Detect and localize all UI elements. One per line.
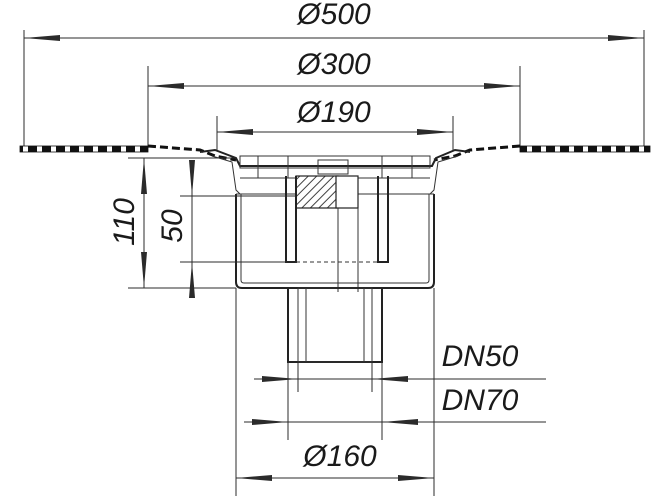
dimension-d190-label: Ø190: [296, 96, 371, 129]
membrane-sheet: [19, 144, 651, 162]
dimension-dn50: DN50: [254, 340, 546, 392]
dimension-h110-label: 110: [108, 198, 141, 246]
dimension-d190: Ø190: [216, 96, 454, 150]
clamping-flange: [199, 148, 471, 195]
dimension-dn70-label: DN70: [442, 384, 519, 417]
dimension-d160-label: Ø160: [302, 440, 377, 473]
dimension-h50-label: 50: [156, 209, 189, 243]
outlet-pipe: [287, 287, 383, 363]
dimension-d160: Ø160: [235, 288, 435, 496]
dimension-d500: Ø500: [23, 0, 645, 148]
dimension-dn70: DN70: [244, 362, 546, 440]
dimension-h110: 110: [108, 157, 236, 289]
dimension-d300-label: Ø300: [296, 48, 371, 81]
odour-trap: [285, 175, 389, 292]
dimension-h50: 50: [156, 160, 296, 298]
dimension-d500-label: Ø500: [296, 0, 371, 31]
dimension-dn50-label: DN50: [442, 340, 519, 373]
dimension-d300: Ø300: [147, 48, 521, 148]
